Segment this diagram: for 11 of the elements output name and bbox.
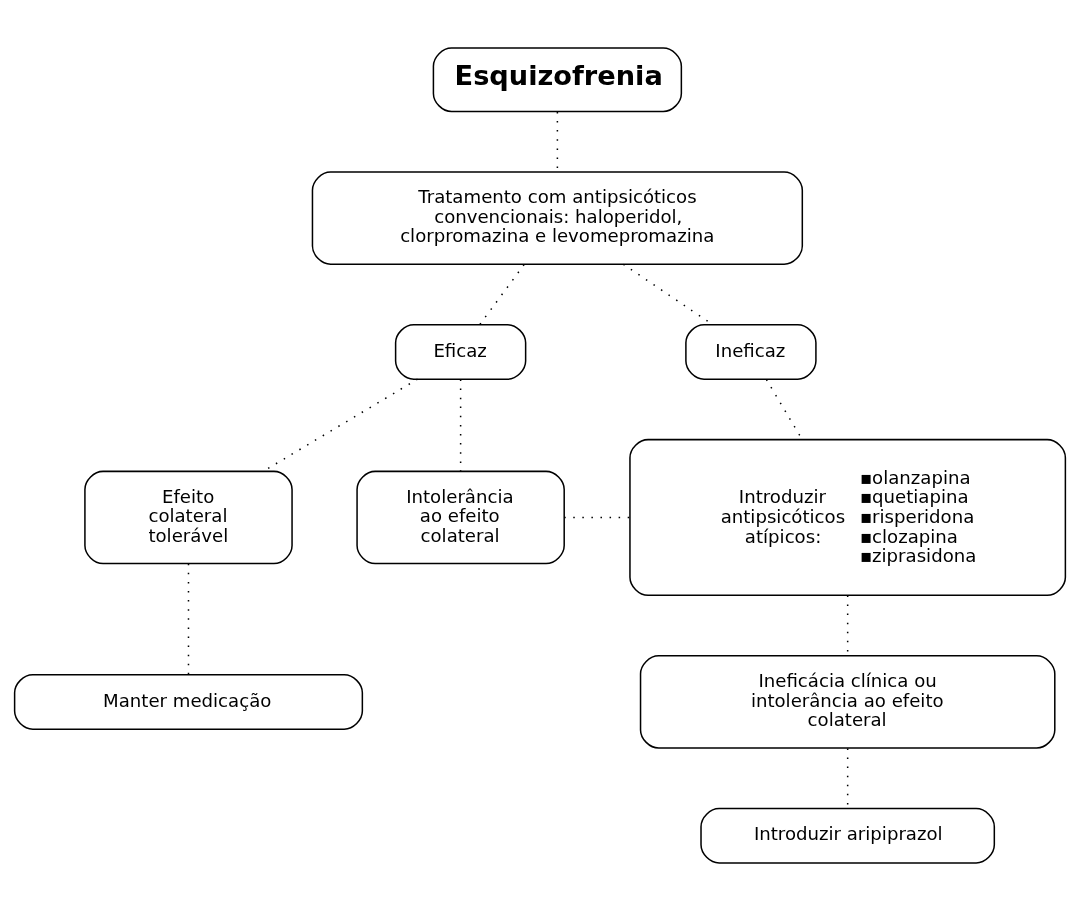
node-box: Introduzir antipsicóticos atípicos: ▪olanzapina ▪quetiapina ▪risperidona ▪clozapina ▪ziprasidona <box>629 438 1067 596</box>
node-box: Ineficaz <box>685 323 817 380</box>
node-box: Esquizofrenia <box>432 46 683 112</box>
node-box: Tratamento com antipsicóticos convencionais: haloperidol, clorpromazina e levomepromazina <box>311 170 804 265</box>
node-box: Efeito colateral tolerável <box>84 470 293 564</box>
node-box: Intolerância ao efeito colateral <box>356 470 565 564</box>
node-box: Manter medicação <box>13 673 364 730</box>
connector <box>479 263 525 325</box>
node-box: Introduzir aripiprazol <box>700 807 996 864</box>
node-box: Eficaz <box>394 323 527 380</box>
node-box: Ineficácia clínica ou intolerância ao efeito colateral <box>639 654 1056 749</box>
